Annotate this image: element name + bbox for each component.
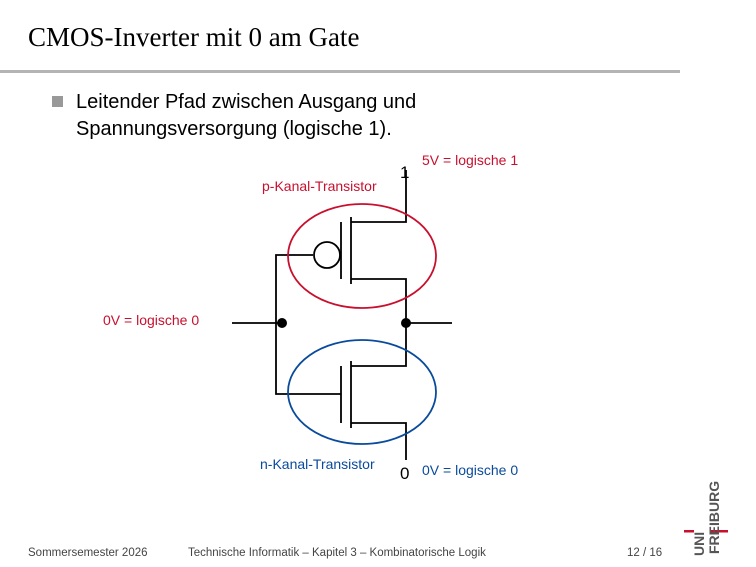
bullet-marker bbox=[52, 96, 63, 107]
university-logo: UNI FREIBURG bbox=[684, 481, 728, 556]
n-source-wire bbox=[351, 422, 407, 460]
input-junction bbox=[277, 318, 287, 328]
input-voltage-label: 0V = logische 0 bbox=[103, 312, 200, 328]
gnd-voltage-label: 0V = logische 0 bbox=[422, 462, 519, 478]
slide-title: CMOS-Inverter mit 0 am Gate bbox=[28, 22, 360, 52]
p-gate-bubble bbox=[313, 241, 341, 269]
title-divider bbox=[0, 70, 680, 73]
svg-text:FREIBURG: FREIBURG bbox=[706, 481, 722, 554]
n-drain-wire bbox=[351, 323, 407, 367]
gnd-node-label: 0 bbox=[400, 464, 410, 483]
p-source-drain bbox=[351, 278, 407, 323]
p-transistor-label: p-Kanal-Transistor bbox=[262, 178, 377, 194]
p-transistor-highlight bbox=[287, 203, 437, 309]
svg-text:UNI: UNI bbox=[691, 532, 707, 556]
vdd-wire bbox=[351, 170, 407, 223]
n-transistor-highlight bbox=[287, 339, 437, 445]
bullet-line-1: Leitender Pfad zwischen Ausgang und bbox=[76, 91, 417, 113]
footer-course: Technische Informatik – Kapitel 3 – Komb… bbox=[188, 547, 486, 559]
p-gate-wire bbox=[275, 254, 313, 323]
vdd-node-label: 1 bbox=[400, 163, 410, 182]
footer-page-number: 12 / 16 bbox=[627, 547, 663, 559]
footer-semester: Sommersemester 2026 bbox=[28, 547, 148, 559]
bullet-text: Leitender Pfad zwischen Ausgang und Span… bbox=[76, 89, 536, 143]
vdd-voltage-label: 5V = logische 1 bbox=[422, 152, 519, 168]
bullet-line-2: Spannungsversorgung (logische 1). bbox=[76, 118, 392, 140]
output-junction bbox=[401, 318, 411, 328]
n-transistor-label: n-Kanal-Transistor bbox=[260, 456, 375, 472]
n-gate-wire bbox=[275, 323, 341, 395]
